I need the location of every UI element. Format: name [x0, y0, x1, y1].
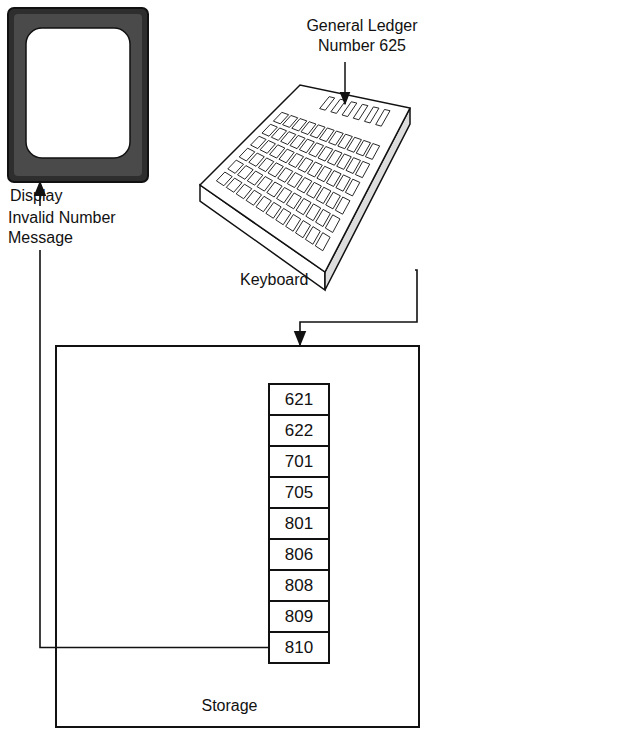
account-number: 806	[285, 544, 313, 565]
account-number: 808	[285, 575, 313, 596]
account-number: 701	[285, 451, 313, 472]
storage-cell: 705	[268, 476, 330, 509]
flow-arrow	[300, 270, 417, 345]
account-number: 801	[285, 513, 313, 534]
key-cap	[320, 97, 335, 111]
node-label: Keyboard	[240, 270, 309, 290]
storage-cell: 621	[268, 383, 330, 416]
keyboard-drawing	[200, 85, 410, 290]
key-cap	[376, 109, 390, 126]
key-cap	[335, 197, 350, 214]
storage-cell: 701	[268, 445, 330, 478]
flow-arrow	[40, 182, 268, 648]
account-number: 705	[285, 482, 313, 503]
key-cap	[355, 161, 369, 177]
key-cap	[325, 215, 340, 233]
storage-cell: 810	[268, 631, 330, 664]
key-cap	[345, 179, 359, 196]
account-number: 622	[285, 420, 313, 441]
storage-box: Storage 621 622 701 705 801 806 808 809 810	[55, 345, 420, 728]
storage-cell: 622	[268, 414, 330, 447]
key-cap	[353, 104, 368, 119]
leader-arrow	[344, 62, 346, 104]
account-number: 810	[285, 637, 313, 658]
display-node: Display	[8, 8, 148, 182]
account-number: 809	[285, 606, 313, 627]
callout-label: General Ledger Number 625	[296, 16, 428, 56]
node-label: Storage	[201, 696, 257, 716]
storage-cell: 809	[268, 600, 330, 633]
keyboard-node: Keyboard	[195, 70, 415, 300]
node-label: Display	[10, 186, 62, 206]
key-cap	[365, 144, 379, 160]
storage-cell: 806	[268, 538, 330, 571]
display-monitor	[8, 8, 148, 182]
edge-label: Invalid Number Message	[8, 206, 130, 250]
key-cap	[364, 107, 378, 123]
account-number: 621	[285, 389, 313, 410]
storage-cell: 801	[268, 507, 330, 540]
storage-cell: 808	[268, 569, 330, 602]
key-cap	[315, 233, 330, 251]
key-cap	[331, 99, 346, 113]
